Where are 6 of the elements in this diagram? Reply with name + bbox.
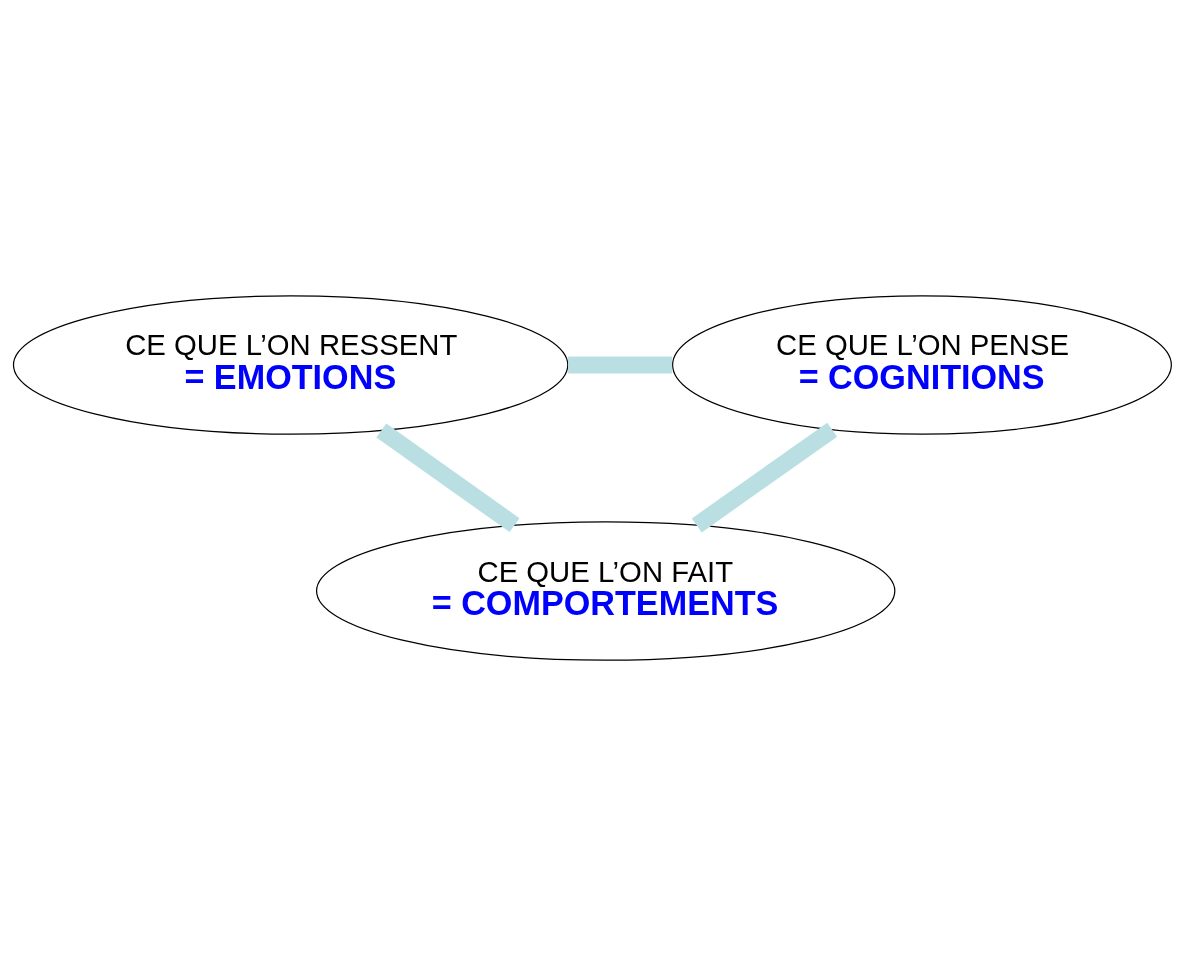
node-ellipse: CE QUE L’ON FAIT = COMPORTEMENTS: [315, 521, 896, 661]
node-ellipse: CE QUE L’ON PENSE = COGNITIONS: [672, 295, 1172, 435]
connector: [568, 356, 673, 374]
connector: [376, 423, 520, 533]
node-ellipse: CE QUE L’ON RESSENT = EMOTIONS: [12, 295, 569, 435]
connector: [691, 422, 838, 533]
